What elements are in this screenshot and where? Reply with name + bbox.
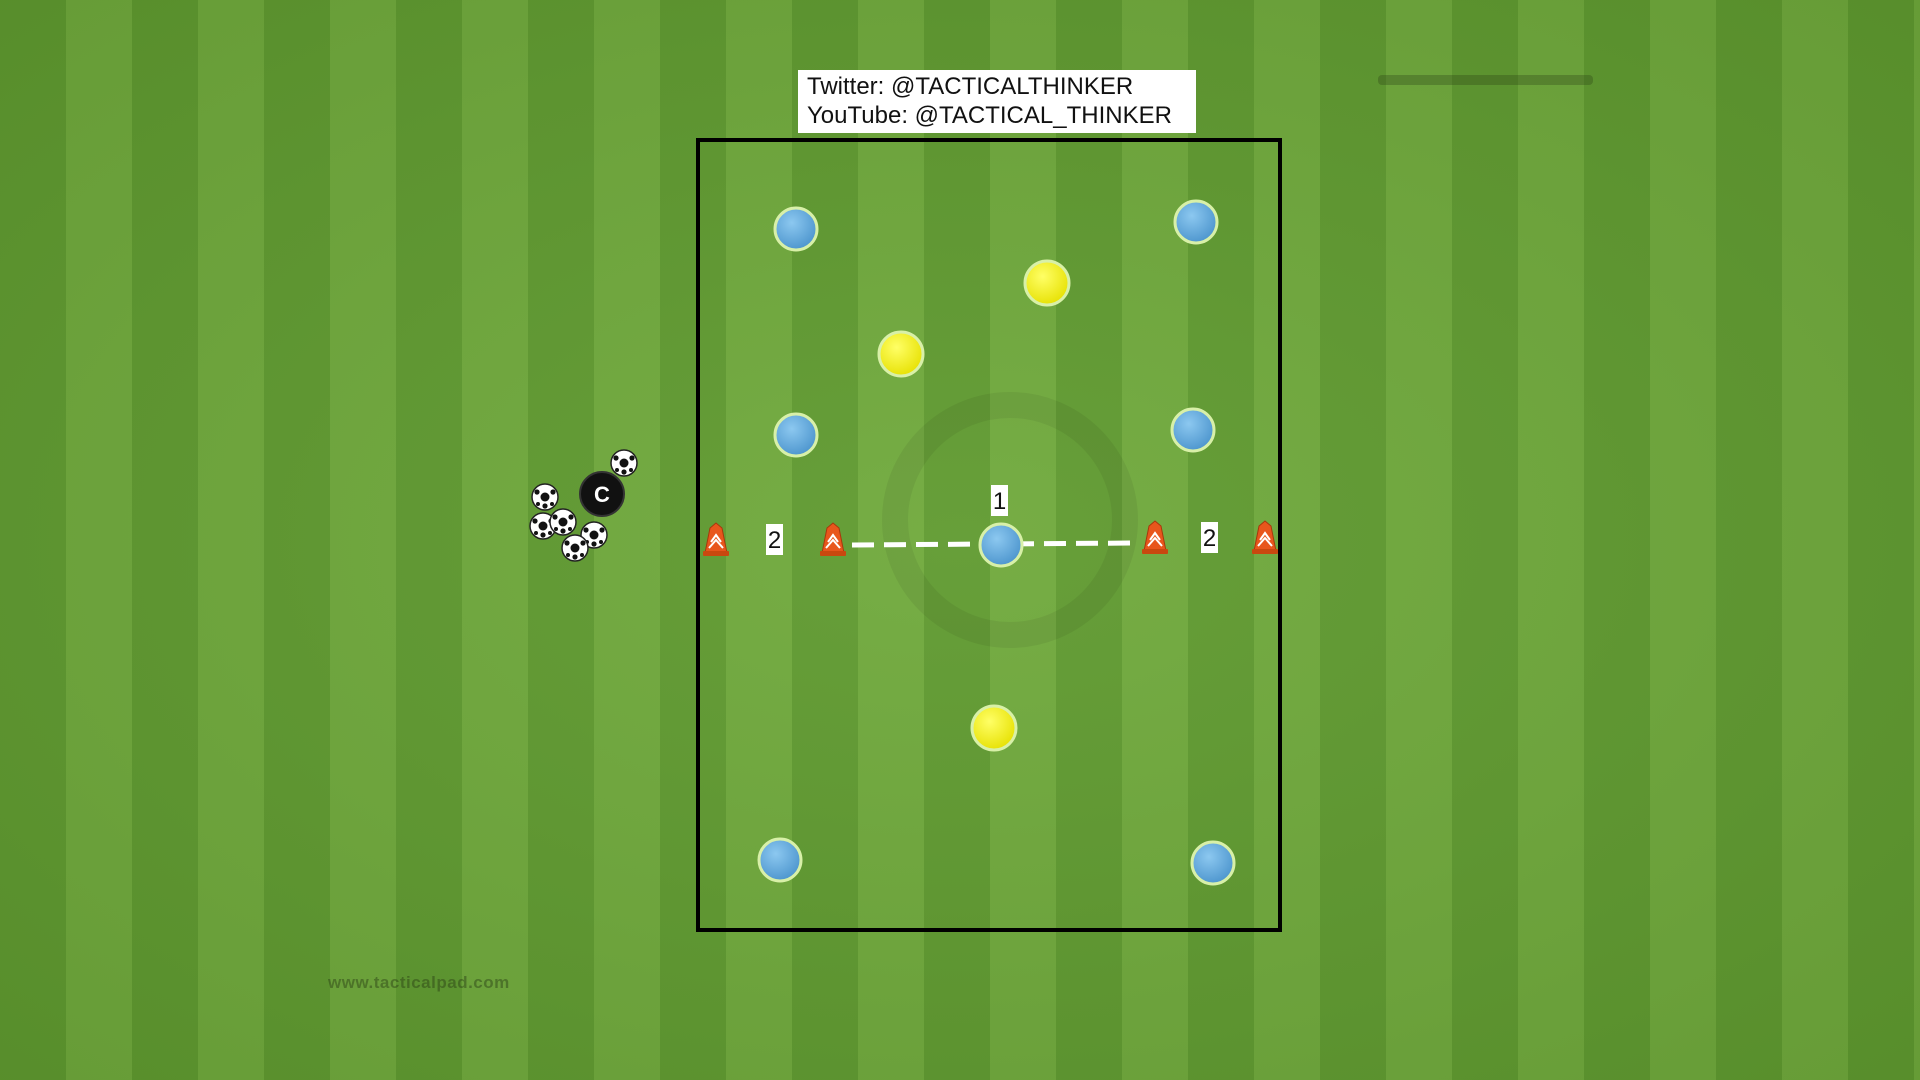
- soccer-ball-icon: [561, 534, 589, 562]
- cone-icon: [702, 522, 730, 557]
- coach-marker-icon: [579, 471, 625, 517]
- left-gate-label-box: [766, 524, 783, 555]
- right-gate-label: 2: [1203, 525, 1216, 552]
- social-credits-box: Twitter: @TACTICALTHINKER YouTube: @TACT…: [798, 70, 1196, 133]
- yellow-player-token: [1023, 259, 1071, 307]
- center-watermark-graphic: [882, 392, 1138, 648]
- blue-player-token: [1190, 840, 1236, 886]
- coach-label: C: [594, 482, 610, 507]
- blue-player-token: [773, 206, 819, 252]
- center-label: 1: [993, 488, 1006, 515]
- cone-icon: [819, 522, 847, 557]
- soccer-ball-icon: [531, 483, 559, 511]
- watermark-text: www.tacticalpad.com: [328, 973, 510, 992]
- yellow-player-token: [970, 704, 1018, 752]
- soccer-ball-icon: [610, 449, 638, 477]
- watermark-faint-top: [1378, 75, 1593, 85]
- center-label-box: [991, 485, 1008, 516]
- blue-player-token: [1173, 199, 1219, 245]
- right-gate-label-box: [1201, 522, 1218, 553]
- blue-player-token: [773, 412, 819, 458]
- youtube-handle: YouTube: @TACTICAL_THINKER: [807, 102, 1172, 129]
- blue-player-token: [978, 522, 1024, 568]
- cone-icon: [1251, 520, 1279, 555]
- yellow-player-token: [877, 330, 925, 378]
- soccer-ball-icon: [549, 508, 577, 536]
- cone-icon: [1141, 520, 1169, 555]
- field-boundary: [696, 138, 1282, 932]
- blue-player-token: [1170, 407, 1216, 453]
- twitter-handle: Twitter: @TACTICALTHINKER: [807, 73, 1134, 100]
- blue-player-token: [757, 837, 803, 883]
- left-gate-label: 2: [768, 527, 781, 554]
